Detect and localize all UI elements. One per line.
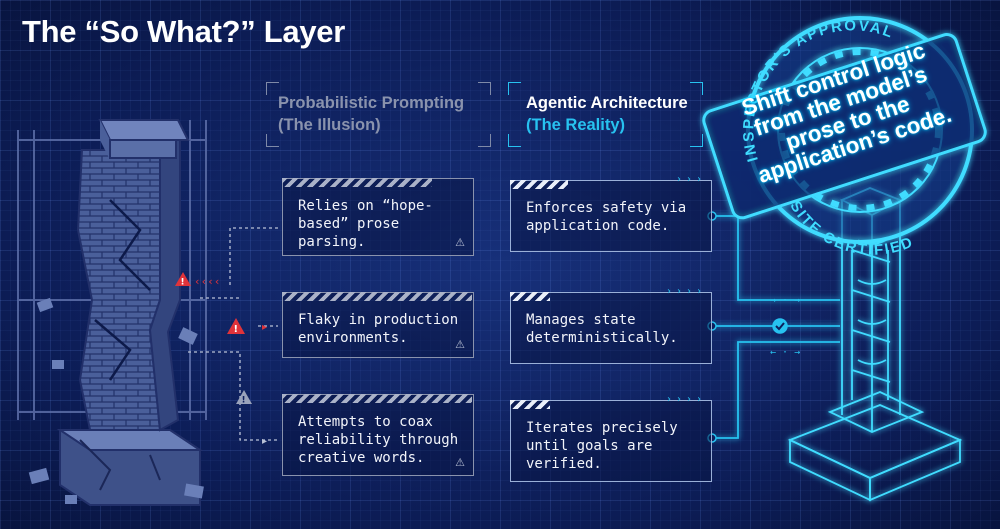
left-column-heading: Probabilistic Prompting (The Illusion) (278, 92, 464, 136)
corner-bracket (478, 134, 491, 147)
corner-bracket (478, 82, 491, 95)
card-text: Manages state deterministically. (526, 312, 678, 346)
card-text: Attempts to coax reliability through cre… (298, 414, 459, 466)
svg-text:!: ! (234, 324, 239, 335)
warning-icon: ⚠ (455, 338, 465, 351)
corner-bracket (690, 82, 703, 95)
left-subheading: (The Illusion) (278, 116, 381, 134)
corner-bracket (266, 82, 279, 95)
connector-nodes (707, 211, 788, 443)
svg-text:→ · →: → · → (770, 295, 800, 306)
card-text: Flaky in production environments. (298, 312, 459, 346)
illusion-card-3: Attempts to coax reliability through cre… (282, 394, 474, 476)
crumbling-pillar-illustration (28, 119, 204, 506)
illusion-card-1: Relies on “hope-based” prose parsing. ⚠ (282, 178, 474, 256)
chevron-arrows-icon: › › › (675, 174, 702, 185)
card-text: Relies on “hope-based” prose parsing. (298, 198, 433, 250)
corner-bracket (508, 82, 521, 95)
card-text: Enforces safety via application code. (526, 200, 687, 234)
chevron-arrows-icon: › › › › (665, 394, 702, 405)
inspector-stamp (702, 16, 987, 244)
illusion-card-2: Flaky in production environments. ⚠ (282, 292, 474, 358)
warning-icon: ⚠ (455, 456, 465, 469)
reality-card-1: › › › Enforces safety via application co… (510, 174, 712, 252)
reality-card-2: › › › › Manages state deterministically. (510, 286, 712, 364)
corner-bracket (690, 134, 703, 147)
page-title: The “So What?” Layer (22, 14, 345, 49)
left-heading-text: Probabilistic Prompting (278, 94, 465, 112)
left-connectors (188, 227, 278, 441)
warning-markers: ! ‹‹‹‹ ! ! ▸ ▸ (175, 272, 267, 447)
svg-text:‹‹‹‹: ‹‹‹‹ (194, 275, 221, 288)
corner-bracket (266, 134, 279, 147)
hatch-strip (510, 292, 550, 301)
right-heading-text: Agentic Architecture (526, 94, 688, 112)
svg-text:!: ! (181, 278, 185, 288)
svg-text:▸: ▸ (262, 322, 267, 333)
reality-card-3: › › › › Iterates precisely until goals a… (510, 394, 712, 482)
chevron-arrows-icon: › › › › (665, 286, 702, 297)
right-subheading: (The Reality) (526, 116, 626, 134)
svg-text:!: ! (242, 396, 246, 406)
hatch-strip (282, 292, 472, 301)
right-column-heading: Agentic Architecture (The Reality) (526, 92, 688, 136)
svg-text:← · →: ← · → (770, 347, 800, 358)
corner-bracket (508, 134, 521, 147)
warning-icon: ⚠ (455, 236, 465, 249)
hatch-strip (282, 178, 432, 187)
hatch-strip (510, 400, 550, 409)
card-text: Iterates precisely until goals are verif… (526, 420, 678, 472)
svg-text:▸: ▸ (262, 436, 267, 447)
hatch-strip (282, 394, 472, 403)
hatch-strip (510, 180, 568, 189)
